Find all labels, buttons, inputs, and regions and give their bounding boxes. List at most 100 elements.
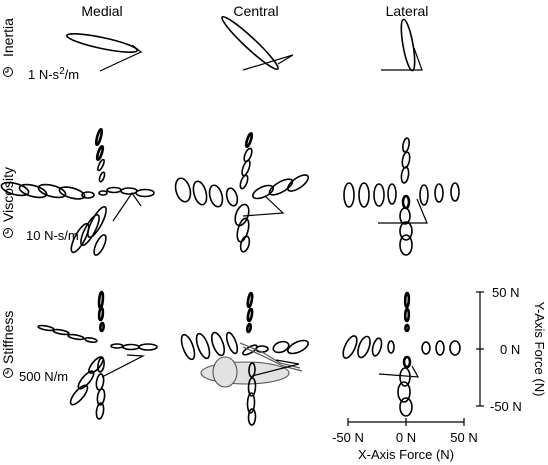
impedance-ellipse: [221, 15, 279, 71]
impedance-ellipse: [248, 362, 256, 378]
svg-text:Viscosity: Viscosity: [0, 167, 16, 222]
impedance-ellipse: [286, 174, 310, 192]
impedance-ellipse: [239, 235, 251, 253]
scale-label-viscosity: 10 N-s/m: [26, 228, 79, 243]
impedance-ellipse: [135, 188, 155, 198]
scale-label-inertia: 1 N-s2/m: [28, 66, 79, 82]
impedance-ellipse: [65, 32, 139, 54]
panel-stiffness-lateral: [342, 291, 461, 417]
impedance-ellipse: [195, 332, 211, 360]
y-axis-label: Y-Axis Force (N): [532, 302, 547, 397]
impedance-ellipse: [69, 384, 89, 406]
impedance-ellipse: [97, 290, 105, 310]
impedance-ellipse: [97, 158, 105, 172]
impedance-ellipse: [106, 186, 122, 194]
impedance-ellipse: [401, 194, 411, 210]
panel-viscosity-central: [174, 132, 310, 253]
impedance-ellipse: [399, 221, 413, 241]
impedance-ellipse: [373, 183, 385, 207]
impedance-ellipse: [287, 339, 309, 355]
scale-segment: [242, 196, 285, 217]
impedance-ellipse: [387, 340, 395, 354]
scale-segment: [378, 365, 420, 378]
impedance-ellipse: [234, 203, 250, 227]
panel-stiffness-central: [180, 291, 309, 426]
scale-segment: [242, 54, 294, 71]
scale-segment: [112, 191, 142, 222]
impedance-ellipse: [87, 206, 107, 238]
impedance-ellipse: [52, 328, 70, 336]
impedance-ellipse: [242, 344, 258, 356]
impedance-ellipse: [387, 183, 397, 205]
impedance-ellipse: [246, 307, 254, 323]
x-tick-label: 50 N: [450, 430, 477, 445]
impedance-ellipse: [0, 181, 30, 197]
impedance-ellipse: [343, 182, 355, 208]
panel-viscosity-medial: [0, 127, 155, 256]
impedance-ellipse: [357, 335, 371, 359]
impedance-ellipse: [208, 184, 224, 208]
clock-icon: [3, 368, 13, 378]
impedance-ellipse: [400, 18, 416, 72]
impedance-ellipse: [342, 335, 358, 359]
impedance-ellipse: [435, 340, 445, 356]
force-axes: -50 N 0 N 50 N X-Axis Force (N) 50 N 0 N…: [332, 285, 547, 462]
scale-segment: [378, 198, 428, 224]
panel-stiffness-medial: [37, 290, 158, 420]
scale-segment: [251, 359, 300, 377]
impedance-ellipse: [122, 343, 140, 351]
impedance-ellipse: [95, 145, 105, 161]
impedance-ellipse: [403, 307, 411, 323]
impedance-ellipse: [110, 343, 124, 349]
scale-segment: [381, 47, 423, 71]
impedance-ellipse: [97, 357, 105, 373]
shaded-scale-segment: [242, 346, 303, 372]
scale-segment: [101, 354, 146, 378]
impedance-ellipse: [245, 322, 253, 334]
impedance-ellipse: [247, 408, 257, 426]
impedance-ellipse: [399, 397, 413, 417]
impedance-ellipse: [37, 324, 55, 332]
impedance-ellipse: [399, 207, 411, 225]
impedance-ellipse: [421, 341, 431, 355]
impedance-ellipse: [403, 291, 411, 309]
x-tick-label: -50 N: [332, 430, 364, 445]
impedance-ellipse: [247, 377, 257, 397]
x-axis-label: X-Axis Force (N): [358, 447, 454, 462]
impedance-ellipse: [210, 331, 226, 357]
row-label-viscosity: Viscosity: [0, 167, 16, 238]
impedance-ellipse: [272, 340, 290, 354]
row-label-inertia: Inertia: [0, 18, 16, 77]
shaded-scale-segment: [239, 342, 301, 369]
impedance-ellipse: [252, 184, 274, 200]
impedance-ellipse: [399, 367, 411, 387]
impedance-ellipse: [96, 388, 106, 406]
column-title-lateral: Lateral: [386, 3, 429, 19]
impedance-ellipse: [94, 127, 104, 147]
scale-segment: [99, 44, 143, 72]
impedance-ellipse: [98, 171, 106, 183]
panel-inertia-lateral: [381, 18, 423, 72]
impedance-ellipse: [246, 392, 256, 414]
impedance-ellipse: [400, 166, 410, 184]
y-tick-label: -50 N: [490, 399, 522, 414]
impedance-ellipse: [239, 174, 249, 190]
clock-icon: [3, 228, 13, 238]
impedance-ellipse: [371, 337, 383, 357]
impedance-ellipse: [402, 137, 410, 153]
impedance-ellipse: [98, 190, 108, 196]
svg-text:Stiffness: Stiffness: [0, 311, 16, 364]
impedance-ellipse: [120, 187, 138, 195]
impedance-ellipse: [434, 183, 444, 203]
impedance-ellipse: [138, 343, 158, 351]
impedance-ellipse: [192, 180, 208, 206]
column-title-central: Central: [233, 3, 278, 19]
impedance-ellipse: [450, 182, 460, 202]
y-tick-label: 50 N: [492, 285, 519, 300]
impedance-ellipse: [399, 234, 413, 256]
impedance-ellipse: [358, 182, 370, 208]
panel-inertia-central: [221, 15, 294, 71]
impedance-ellipse: [97, 306, 105, 322]
impedance-ellipse: [95, 373, 105, 391]
impedance-ellipse: [174, 177, 192, 203]
